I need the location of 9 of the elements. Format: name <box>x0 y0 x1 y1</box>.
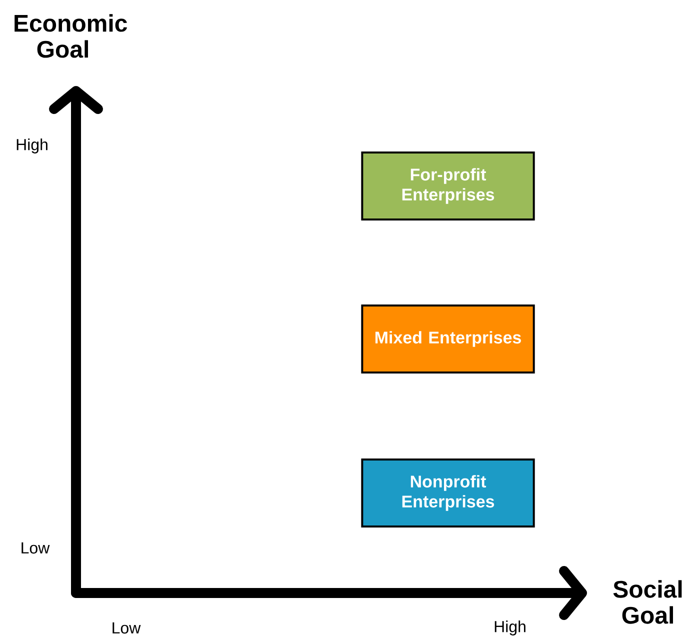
axis-title: Social Goal <box>613 580 682 624</box>
category-box: For-profit Enterprises <box>361 152 535 220</box>
category-box: Mixed Enterprises <box>361 304 535 374</box>
category-box: Nonprofit Enterprises <box>361 458 535 528</box>
tick-label: High <box>494 620 526 636</box>
axis-title: Economic Goal <box>14 14 127 58</box>
tick-label: High <box>16 138 48 154</box>
tick-label: Low <box>112 622 141 634</box>
tick-label: Low <box>22 542 50 554</box>
